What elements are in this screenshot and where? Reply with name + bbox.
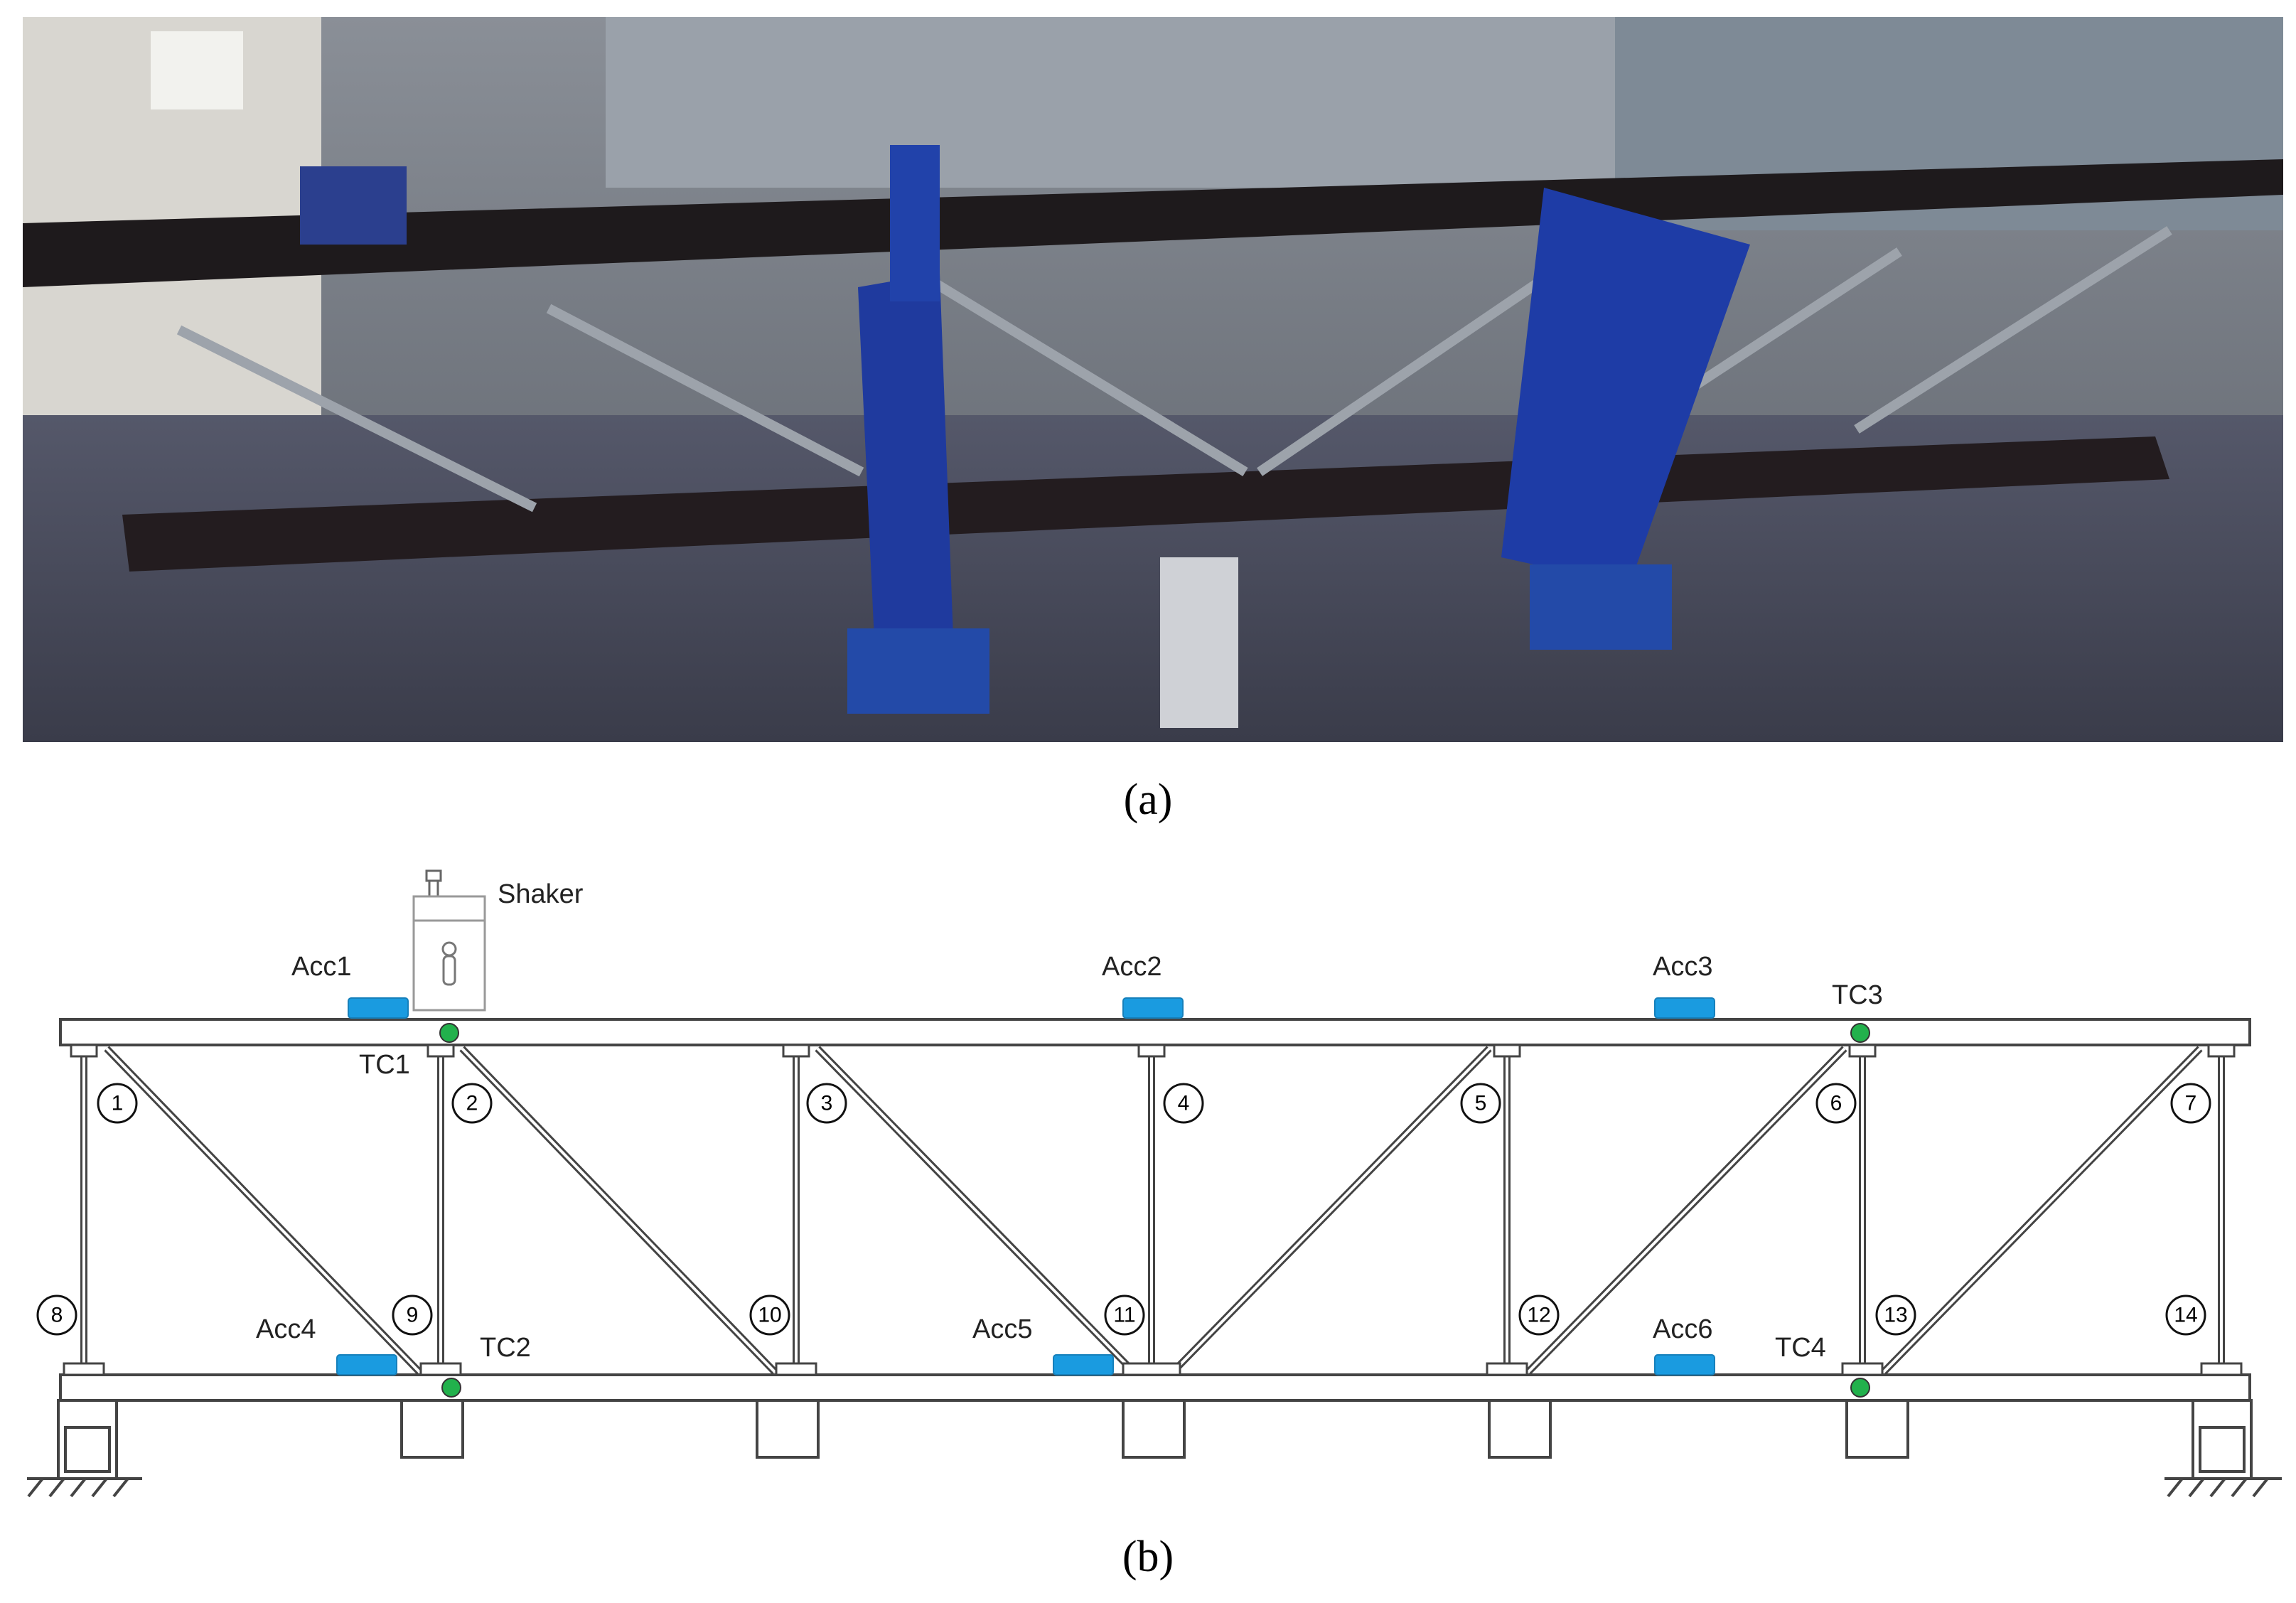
member-5-label: 5 bbox=[1475, 1092, 1487, 1115]
caption-b: (b) bbox=[1122, 1533, 1174, 1581]
acc4-sensor bbox=[336, 1354, 397, 1376]
member-8-label: 8 bbox=[51, 1304, 63, 1327]
member-10-label: 10 bbox=[758, 1304, 781, 1327]
acc2-sensor bbox=[1122, 997, 1184, 1019]
acc3-sensor bbox=[1654, 997, 1715, 1019]
shaker-label: Shaker bbox=[498, 879, 584, 909]
acc2-label: Acc2 bbox=[1102, 952, 1162, 982]
member-9-label: 9 bbox=[407, 1304, 419, 1327]
acc3-label: Acc3 bbox=[1653, 952, 1712, 982]
member-6-label: 6 bbox=[1830, 1092, 1842, 1115]
member-4-label: 4 bbox=[1178, 1092, 1190, 1115]
tc4-label: TC4 bbox=[1775, 1333, 1826, 1363]
acc5-label: Acc5 bbox=[972, 1314, 1032, 1344]
acc1-sensor bbox=[348, 997, 409, 1019]
truss-photo bbox=[23, 17, 2283, 742]
tc3-label: TC3 bbox=[1832, 980, 1883, 1010]
acc6-sensor bbox=[1654, 1354, 1715, 1376]
shaker-icon bbox=[412, 869, 486, 1012]
member-3-label: 3 bbox=[821, 1092, 833, 1115]
caption-a: (a) bbox=[1123, 776, 1173, 824]
tc1-label: TC1 bbox=[359, 1050, 410, 1080]
truss-diagram: Shaker bbox=[27, 869, 2282, 1498]
thermocouples bbox=[439, 1023, 1870, 1398]
member-11-label: 11 bbox=[1113, 1304, 1135, 1327]
tc1-sensor bbox=[439, 1023, 459, 1043]
member-1-label: 1 bbox=[112, 1092, 124, 1115]
top-chord bbox=[59, 1018, 2251, 1046]
supports bbox=[57, 1399, 2253, 1480]
member-12-label: 12 bbox=[1527, 1304, 1550, 1327]
member-14-label: 14 bbox=[2174, 1304, 2197, 1327]
acc5-sensor bbox=[1053, 1354, 1114, 1376]
member-7-label: 7 bbox=[2185, 1092, 2197, 1115]
acc1-label: Acc1 bbox=[291, 952, 351, 982]
member-2-label: 2 bbox=[466, 1092, 478, 1115]
acc6-label: Acc6 bbox=[1653, 1314, 1712, 1344]
acc4-label: Acc4 bbox=[256, 1314, 316, 1344]
tc4-sensor bbox=[1850, 1378, 1870, 1398]
bottom-chord bbox=[59, 1373, 2251, 1402]
member-13-label: 13 bbox=[1884, 1304, 1907, 1327]
tc3-sensor bbox=[1850, 1023, 1870, 1043]
tc2-sensor bbox=[441, 1378, 461, 1398]
accelerometers bbox=[336, 997, 1715, 1376]
tc2-label: TC2 bbox=[480, 1333, 531, 1363]
